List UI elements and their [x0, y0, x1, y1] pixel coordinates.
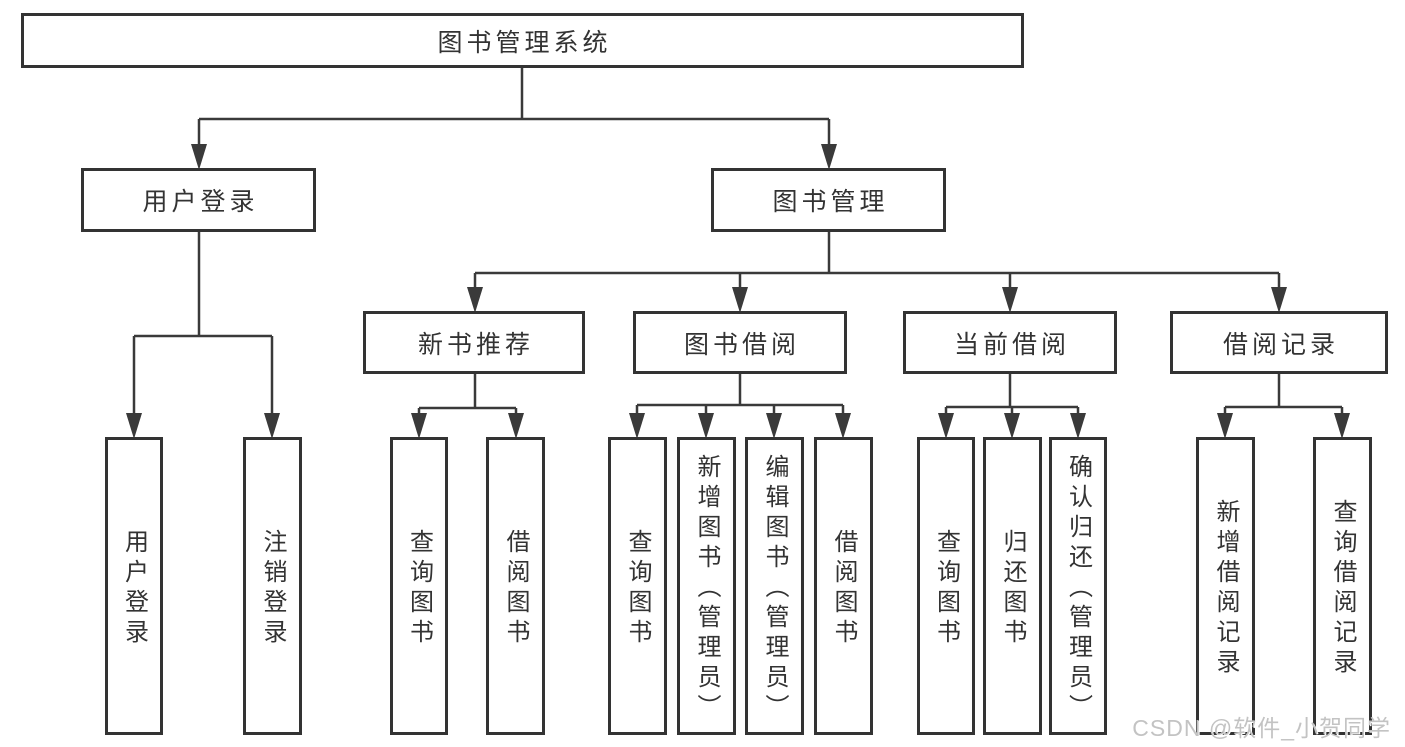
leaf-borrow-book-2-label: 借阅图书 [830, 529, 857, 649]
arrowhead [938, 413, 954, 439]
arrowhead [766, 413, 782, 439]
leaf-borrow-book-1-label: 借阅图书 [502, 529, 529, 649]
arrowhead [1271, 287, 1287, 313]
leaf-query-borrow-record-label: 查询借阅记录 [1329, 499, 1356, 679]
node-new-book-recommend-label: 新书推荐 [417, 330, 534, 359]
connector-root-to-level2 [191, 68, 837, 170]
node-book-management: 图书管理 [711, 168, 946, 232]
connector-new-book-branch [411, 374, 524, 439]
csdn-watermark: CSDN @软件_小贺同学 [1132, 715, 1391, 741]
connector-current-borrow-branch [938, 374, 1086, 439]
arrowhead [508, 413, 524, 439]
arrowhead [821, 144, 837, 170]
leaf-query-book-3: 查询图书 [917, 437, 975, 735]
leaf-confirm-return-admin-label: 确认归还（管理员） [1064, 454, 1092, 724]
node-current-borrow-label: 当前借阅 [953, 330, 1070, 359]
arrowhead [1334, 413, 1350, 439]
leaf-query-book-1: 查询图书 [390, 437, 448, 735]
node-user-login-group: 用户登录 [81, 168, 316, 232]
leaf-query-book-2: 查询图书 [608, 437, 667, 735]
node-borrow-record: 借阅记录 [1170, 311, 1388, 374]
leaf-add-book-admin-label: 新增图书（管理员） [693, 454, 720, 724]
arrowhead [126, 413, 142, 439]
leaf-user-login-label: 用户登录 [120, 529, 148, 649]
arrowhead [629, 413, 645, 439]
arrowhead [1217, 413, 1233, 439]
connector-user-login-branch [126, 232, 280, 439]
arrowhead [835, 413, 851, 439]
node-root-system: 图书管理系统 [21, 13, 1024, 68]
node-book-management-label: 图书管理 [772, 188, 889, 216]
arrowhead [698, 413, 714, 439]
leaf-borrow-book-2: 借阅图书 [814, 437, 873, 735]
leaf-query-book-3-label: 查询图书 [932, 529, 960, 649]
connector-borrow-record-branch [1217, 374, 1350, 439]
arrowhead [1002, 287, 1018, 313]
leaf-query-borrow-record: 查询借阅记录 [1313, 437, 1372, 735]
leaf-return-book-label: 归还图书 [999, 529, 1026, 649]
leaf-user-login: 用户登录 [105, 437, 163, 735]
arrowhead [732, 287, 748, 313]
leaf-add-book-admin: 新增图书（管理员） [677, 437, 736, 735]
node-book-borrow: 图书借阅 [633, 311, 847, 374]
leaf-query-book-1-label: 查询图书 [405, 529, 433, 649]
arrowhead [191, 144, 207, 170]
arrowhead [1070, 413, 1086, 439]
node-current-borrow: 当前借阅 [903, 311, 1117, 374]
arrowhead [264, 413, 280, 439]
node-root-system-label: 图书管理系统 [437, 28, 612, 57]
leaf-add-borrow-record: 新增借阅记录 [1196, 437, 1255, 735]
leaf-logout-label: 注销登录 [259, 529, 286, 649]
leaf-add-borrow-record-label: 新增借阅记录 [1212, 499, 1239, 679]
arrowhead [411, 413, 427, 439]
leaf-edit-book-admin: 编辑图书（管理员） [745, 437, 804, 735]
node-new-book-recommend: 新书推荐 [363, 311, 585, 374]
leaf-query-book-2-label: 查询图书 [624, 529, 651, 649]
arrowhead [467, 287, 483, 313]
arrowhead [1004, 413, 1020, 439]
connector-book-management-branch [467, 232, 1287, 313]
leaf-borrow-book-1: 借阅图书 [486, 437, 545, 735]
leaf-logout: 注销登录 [243, 437, 302, 735]
leaf-edit-book-admin-label: 编辑图书（管理员） [761, 454, 788, 724]
connector-book-borrow-branch [629, 374, 851, 439]
node-user-login-group-label: 用户登录 [142, 188, 259, 216]
node-borrow-record-label: 借阅记录 [1222, 330, 1339, 359]
leaf-confirm-return-admin: 确认归还（管理员） [1049, 437, 1107, 735]
leaf-return-book: 归还图书 [983, 437, 1042, 735]
node-book-borrow-label: 图书借阅 [683, 330, 800, 359]
